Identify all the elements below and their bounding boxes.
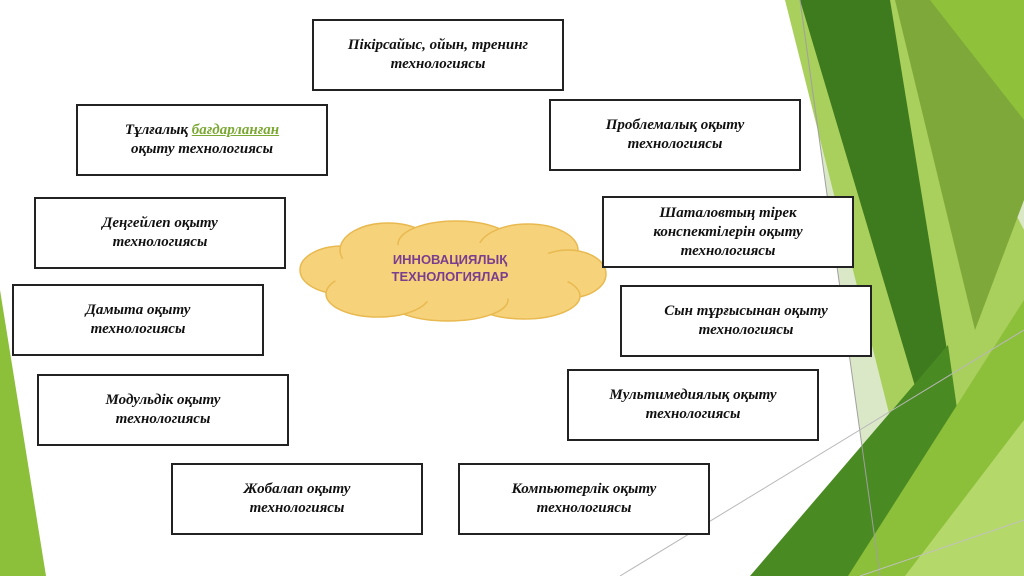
- left-green-wedge: [0, 290, 46, 576]
- box-line: технологиясы: [115, 411, 211, 427]
- center-cloud: [299, 220, 607, 322]
- box-project-based: Жобалап оқыту технологиясы: [171, 463, 423, 535]
- box-personality-oriented: Тұлғалық бағдарланған оқыту технологиясы: [76, 104, 328, 176]
- box-shatalov: Шаталовтың тірек конспектілерін оқыту те…: [602, 196, 854, 268]
- box-modular: Модульдік оқыту технологиясы: [37, 374, 289, 446]
- thin-line-3: [859, 519, 1024, 576]
- box-line: Мультимедиялық оқыту: [609, 387, 777, 403]
- box-line: Шаталовтың тірек: [659, 204, 797, 221]
- box-line: Компьютерлік оқыту: [511, 481, 657, 497]
- oriented-link[interactable]: бағдарланған: [191, 122, 280, 138]
- box-line: технологиясы: [390, 56, 486, 72]
- center-title-line-1: ИННОВАЦИЯЛЫҚ: [392, 252, 508, 267]
- box-line: технологиясы: [645, 406, 741, 422]
- box-line-prefix: Тұлғалық: [124, 122, 192, 138]
- box-line: Модульдік оқыту: [105, 392, 221, 408]
- box-line: Сын тұрғысынан оқыту: [664, 303, 828, 319]
- bottom-light-facet: [905, 420, 1024, 576]
- box-line: Пікірсайыс, ойын, тренинг: [347, 37, 529, 53]
- box-debate-game-training: Пікірсайыс, ойын, тренинг технологиясы: [312, 19, 564, 91]
- box-line: технологиясы: [249, 500, 345, 516]
- box-line: Тұлғалық бағдарланған: [125, 121, 279, 140]
- box-line: технологиясы: [627, 136, 723, 152]
- box-line: конспектілерін оқыту: [653, 223, 803, 240]
- box-line: Проблемалық оқыту: [605, 117, 745, 133]
- right-bright-facet: [930, 0, 1024, 120]
- box-problem-based: Проблемалық оқыту технологиясы: [549, 99, 801, 171]
- center-title: ИННОВАЦИЯЛЫҚ ТЕХНОЛОГИЯЛАР: [330, 246, 570, 290]
- box-multimedia: Мультимедиялық оқыту технологиясы: [567, 369, 819, 441]
- box-developmental: Дамыта оқыту технологиясы: [12, 284, 264, 356]
- box-line: Дамыта оқыту: [85, 302, 191, 318]
- box-line: оқыту технологиясы: [131, 141, 273, 157]
- box-line: технологиясы: [90, 321, 186, 337]
- box-line: Жобалап оқыту: [243, 481, 351, 497]
- box-level-based: Деңгейлеп оқыту технологиясы: [34, 197, 286, 269]
- right-dark-facet: [800, 0, 960, 470]
- center-title-line-2: ТЕХНОЛОГИЯЛАР: [391, 269, 509, 284]
- box-line: технологиясы: [536, 500, 632, 516]
- box-line: технологиясы: [698, 322, 794, 338]
- box-line: технологиясы: [680, 242, 776, 259]
- box-line: Деңгейлеп оқыту: [102, 215, 218, 231]
- box-computer-based: Компьютерлік оқыту технологиясы: [458, 463, 710, 535]
- right-olive-facet: [895, 0, 1024, 330]
- thin-line-2: [619, 329, 1024, 576]
- box-critical-thinking: Сын тұрғысынан оқыту технологиясы: [620, 285, 872, 357]
- box-line: технологиясы: [112, 234, 208, 250]
